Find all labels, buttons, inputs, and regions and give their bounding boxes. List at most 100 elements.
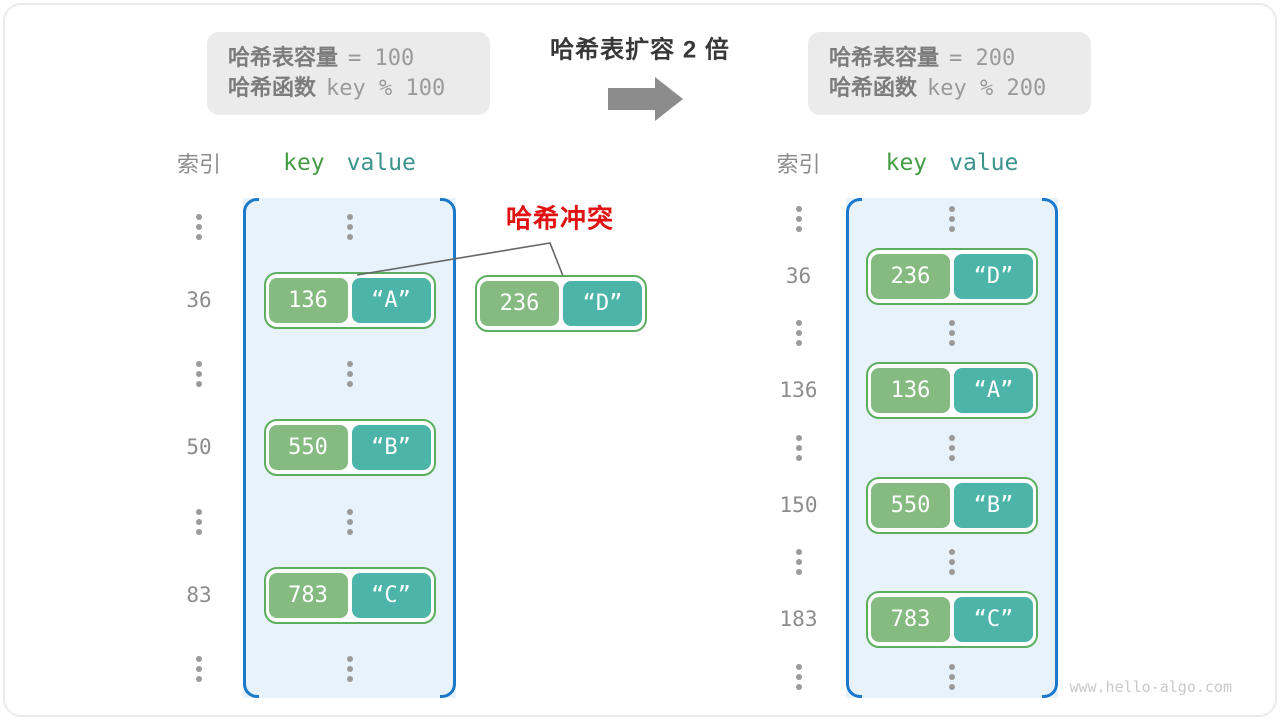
pair-key: 550: [871, 482, 950, 528]
key-value-pair: 136“A”: [866, 362, 1038, 420]
hash-fn-line: 哈希函数 key % 200: [829, 77, 1091, 100]
index-label: 136: [779, 378, 818, 403]
ellipsis-dots: [196, 508, 202, 535]
capacity-line: 哈希表容量 = 100: [228, 47, 490, 70]
dot: [949, 569, 955, 576]
ellipsis-row: [155, 655, 456, 682]
dot: [949, 444, 955, 451]
dot: [196, 371, 202, 378]
ellipsis-dots: [196, 361, 202, 388]
dot: [795, 205, 802, 212]
dot: [795, 434, 802, 441]
ellipsis-row: [751, 205, 1058, 232]
hash-fn-value: key % 100: [326, 76, 446, 101]
dot: [196, 675, 202, 682]
dot: [346, 528, 353, 535]
ellipsis-dots: [949, 320, 955, 347]
pair-value: “D”: [563, 281, 642, 326]
ellipsis-dots: [346, 508, 353, 535]
dot: [795, 549, 802, 556]
dot: [795, 340, 802, 347]
index-label: 36: [186, 288, 212, 313]
right-bracket: [440, 198, 456, 698]
index-label: 36: [785, 263, 812, 288]
dot: [346, 655, 353, 662]
index-column-header: 索引: [176, 152, 221, 177]
right-bracket: [1042, 198, 1058, 698]
dot: [346, 234, 353, 241]
ellipsis-row: [751, 549, 1058, 576]
info-box-after: 哈希表容量 = 200 哈希函数 key % 200: [808, 32, 1091, 115]
ellipsis-row: [751, 664, 1058, 690]
dot: [795, 215, 802, 222]
bucket-row: 36 136“A”: [155, 272, 456, 330]
hash-fn-label: 哈希函数: [829, 75, 918, 100]
ellipsis-dots: [949, 205, 955, 232]
ellipsis-dots: [196, 655, 202, 682]
ellipsis-row: [155, 214, 456, 241]
dot: [949, 320, 955, 327]
index-cell: [751, 205, 846, 232]
ellipsis-dots: [346, 214, 353, 241]
ellipsis-dots: [949, 549, 955, 576]
ellipsis-row: [155, 361, 456, 388]
ellipsis-row: [751, 434, 1058, 461]
ellipsis-dots: [949, 434, 955, 461]
bucket-cell: [846, 664, 1058, 690]
index-label: 83: [186, 582, 212, 607]
dot: [346, 518, 353, 525]
dot: [795, 330, 802, 337]
dot: [346, 665, 353, 672]
pair-key: 136: [268, 278, 348, 324]
dot: [949, 340, 955, 347]
dot: [795, 664, 802, 670]
dot: [795, 684, 802, 690]
bucket-cell: 550“B”: [846, 476, 1058, 534]
hash-fn-value: key % 200: [927, 76, 1047, 101]
left-bracket: [243, 198, 259, 698]
bucket-cell: 783“C”: [243, 566, 456, 624]
ellipsis-dots: [346, 361, 353, 388]
capacity-label: 哈希表容量: [829, 45, 940, 70]
dot: [949, 664, 955, 670]
index-cell: 36: [155, 290, 243, 311]
dot: [795, 320, 802, 327]
capacity-value: = 200: [949, 46, 1016, 71]
left-bracket: [846, 198, 862, 698]
pair-key: 783: [268, 572, 348, 618]
index-cell: 150: [751, 494, 846, 516]
key-header: key: [283, 150, 325, 176]
table-header: 索引 key value: [751, 145, 1058, 181]
bucket-cell: 136“A”: [243, 272, 456, 330]
ellipsis-dots: [795, 434, 802, 461]
dot: [196, 381, 202, 388]
capacity-value: = 100: [348, 46, 415, 71]
dot: [196, 528, 202, 535]
dot: [346, 361, 353, 368]
dot: [795, 559, 802, 566]
key-value-pair: 136“A”: [263, 272, 436, 330]
bucket-cell: [846, 434, 1058, 461]
bucket-cell: 783“C”: [846, 591, 1058, 649]
bucket-cell: [846, 205, 1058, 232]
bucket-cell: [243, 214, 456, 241]
dot: [949, 684, 955, 690]
dot: [346, 381, 353, 388]
pair-value: “C”: [954, 597, 1033, 643]
dot: [346, 214, 353, 221]
index-cell: 36: [751, 263, 846, 288]
value-header: value: [949, 150, 1019, 176]
dot: [949, 205, 955, 212]
pair-key: 136: [871, 368, 950, 414]
dot: [196, 234, 202, 241]
index-cell: [751, 434, 846, 461]
bucket-cell: [846, 320, 1058, 347]
